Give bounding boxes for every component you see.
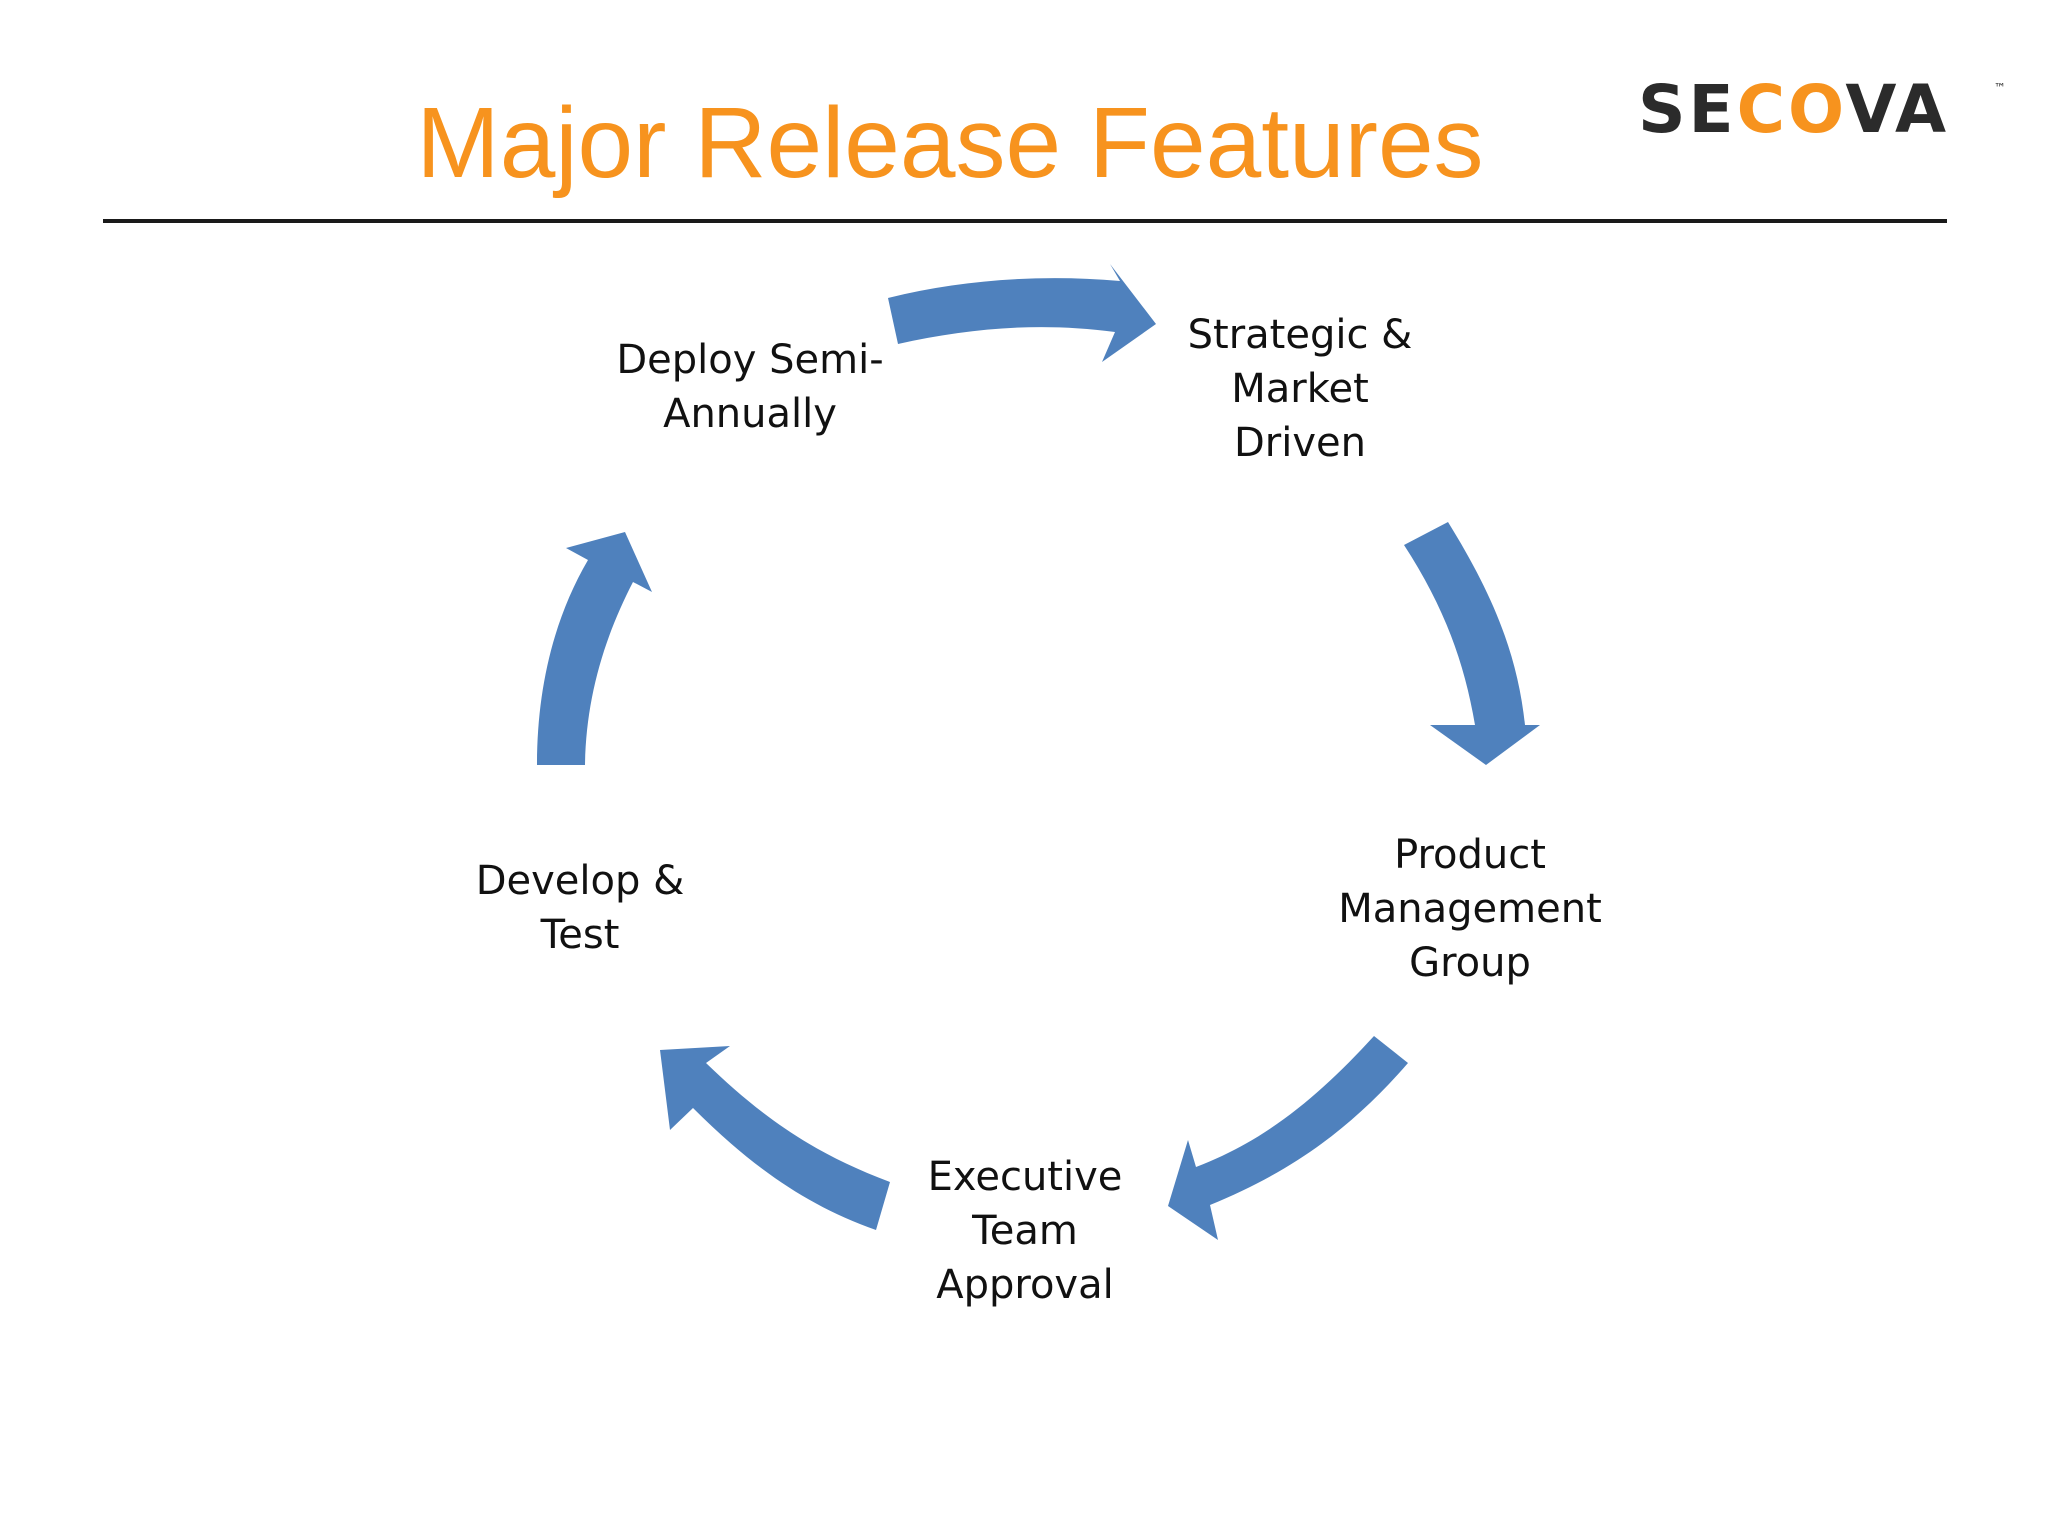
step-product-management-group: Product Management Group	[1338, 832, 1602, 986]
step-executive-team-approval: Executive Team Approval	[927, 1154, 1123, 1308]
cycle-arrow-develop-to-deploy	[537, 532, 652, 765]
svg-text:SECOVA: SECOVA	[1638, 72, 1949, 142]
logo-text-va: VA	[1845, 72, 1949, 142]
step-strategic-market-driven: Strategic & Market Driven	[1187, 312, 1413, 466]
logo-trademark: ™	[1994, 81, 2006, 95]
secova-logo: SECOVA ™	[1638, 72, 2006, 142]
page-title: Major Release Features	[416, 87, 1484, 199]
step-develop-and-test: Develop & Test	[475, 858, 685, 958]
cycle-arrow-strategic-to-product	[1404, 522, 1540, 765]
cycle-arrow-executive-to-develop	[660, 1046, 890, 1230]
logo-text-se: SE	[1638, 72, 1737, 142]
logo-text-co: CO	[1737, 72, 1846, 142]
title-divider	[103, 219, 1947, 223]
step-deploy-semi-annually: Deploy Semi- Annually	[616, 337, 884, 437]
cycle-arrow-deploy-to-strategic	[888, 264, 1156, 362]
cycle-arrow-product-to-executive	[1168, 1036, 1408, 1240]
